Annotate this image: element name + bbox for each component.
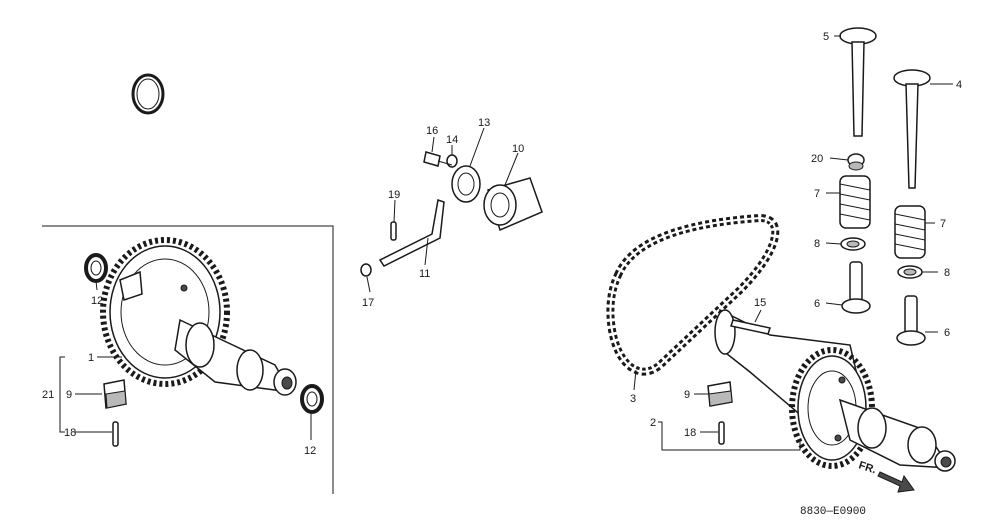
- callout-18: 18: [684, 427, 696, 439]
- front-marker-label: FR.: [857, 459, 878, 476]
- camshaft-gear-assembly: [100, 237, 297, 396]
- callout-8: 8: [814, 238, 820, 250]
- callout-15: 15: [754, 297, 766, 309]
- dowel-pin: [390, 221, 397, 241]
- callout-9: 9: [66, 389, 72, 401]
- tappet: [896, 295, 926, 346]
- exhaust-valve: [839, 27, 877, 137]
- spring-retainer: [897, 265, 923, 279]
- drawing-code: 8830—E0900: [800, 506, 866, 518]
- flange-bolt: [423, 151, 453, 167]
- callout-6: 6: [814, 298, 820, 310]
- decompressor-weight: [707, 381, 733, 407]
- spring-retainer: [840, 237, 866, 251]
- callout-8: 8: [944, 267, 950, 279]
- valve-spring: [894, 205, 926, 259]
- callout-1: 1: [88, 352, 94, 364]
- callout-10: 10: [512, 143, 524, 155]
- lock-nut: [360, 263, 372, 277]
- timing-chain: [606, 213, 780, 376]
- callout-18: 18: [64, 427, 76, 439]
- callout-6: 6: [944, 327, 950, 339]
- callout-7: 7: [814, 188, 820, 200]
- callout-4: 4: [956, 79, 962, 91]
- decompressor-shaft: [378, 199, 445, 267]
- chain-guide-pin: [730, 319, 771, 335]
- callout-3: 3: [630, 393, 636, 405]
- callout-7: 7: [940, 218, 946, 230]
- small-washer: [446, 154, 458, 168]
- callout-20: 20: [811, 153, 823, 165]
- thrust-washer: [300, 384, 324, 414]
- callout-12: 12: [91, 295, 103, 307]
- thrust-washer: [84, 253, 108, 283]
- intake-valve: [893, 69, 931, 189]
- decompressor-pin: [112, 421, 119, 447]
- callout-13: 13: [478, 117, 490, 129]
- callout-11: 11: [419, 268, 430, 280]
- callout-2: 2: [650, 417, 656, 429]
- decompressor-pin: [718, 421, 725, 445]
- callout-14: 14: [446, 134, 458, 146]
- front-direction-arrow-icon: [877, 471, 915, 493]
- callout-21: 21: [42, 389, 54, 401]
- callout-16: 16: [426, 125, 438, 137]
- valve-spring: [839, 175, 871, 229]
- leader-lines: [59, 35, 953, 451]
- decompressor-holder: [483, 177, 543, 232]
- callout-labels: 1 2 3 4 5 6 6 7 7 8 8 9 9 10 11 12 12 13…: [42, 31, 962, 457]
- callout-19: 19: [388, 189, 400, 201]
- decompressor-weight: [103, 379, 127, 409]
- callout-12: 12: [304, 445, 316, 457]
- callout-5: 5: [823, 31, 829, 43]
- o-ring: [131, 73, 165, 115]
- subassembly-frame: [42, 225, 334, 494]
- decompressor-washer: [451, 165, 481, 203]
- callout-17: 17: [362, 297, 374, 309]
- tappet: [841, 261, 871, 314]
- valve-rotator: [847, 153, 865, 171]
- callout-9: 9: [684, 389, 690, 401]
- camshaft-sprocket-assembly: [714, 308, 956, 472]
